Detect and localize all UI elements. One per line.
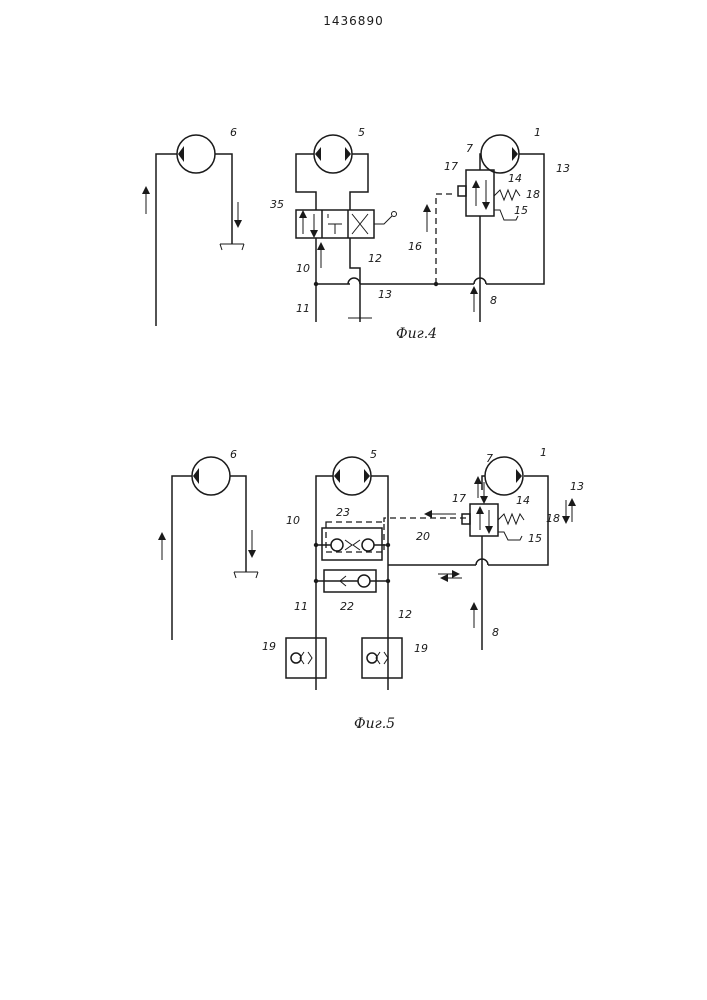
- label-12: 12: [368, 252, 382, 265]
- motor-6-symbol: [146, 135, 244, 326]
- label-15-fig5: 15: [528, 532, 542, 545]
- label-23: 23: [336, 506, 350, 519]
- label-16: 16: [408, 240, 422, 253]
- figure-4-caption: Фиг.4: [396, 326, 437, 342]
- label-5-fig5: 5: [370, 448, 377, 461]
- block-19-left: [286, 638, 326, 678]
- label-11-fig5: 11: [294, 600, 308, 613]
- label-6-fig5: 6: [230, 448, 237, 461]
- label-20: 20: [416, 530, 430, 543]
- label-1-fig5: 1: [540, 446, 547, 459]
- figure-5-caption: Фиг.5: [354, 716, 395, 732]
- label-14: 14: [508, 172, 522, 185]
- motor-1-symbol: [480, 135, 519, 322]
- label-17-fig5: 17: [452, 492, 466, 505]
- label-17: 17: [444, 160, 458, 173]
- label-14-fig5: 14: [516, 494, 530, 507]
- label-19-left: 19: [262, 640, 276, 653]
- label-8-fig5: 8: [492, 626, 499, 639]
- label-18-fig5: 18: [546, 512, 560, 525]
- label-12-fig5: 12: [398, 608, 412, 621]
- label-7: 7: [466, 142, 473, 155]
- label-13-fig5: 13: [570, 480, 584, 493]
- label-6: 6: [230, 126, 237, 139]
- figure-5: 6 5 10 23 20: [162, 446, 584, 732]
- label-13b: 13: [378, 288, 392, 301]
- motor-5-symbol-fig5: [316, 457, 388, 690]
- label-11: 11: [296, 302, 310, 315]
- label-19-right: 19: [414, 642, 428, 655]
- label-7-fig5: 7: [486, 452, 493, 465]
- label-18: 18: [526, 188, 540, 201]
- label-10: 10: [296, 262, 310, 275]
- block-19-right: [362, 638, 402, 678]
- label-5: 5: [358, 126, 365, 139]
- block-23-symbol: [314, 522, 390, 560]
- label-22: 22: [340, 600, 354, 613]
- block-22-symbol: [314, 570, 390, 592]
- label-35: 35: [270, 198, 284, 211]
- label-13a: 13: [556, 162, 570, 175]
- valve-35-symbol: [296, 210, 397, 238]
- valve-14-symbol-fig5: [462, 480, 524, 540]
- motor-6-symbol-fig5: [162, 457, 258, 640]
- label-15: 15: [514, 204, 528, 217]
- motor-5-symbol: [296, 135, 368, 210]
- label-10-fig5: 10: [286, 514, 300, 527]
- label-1: 1: [534, 126, 541, 139]
- figure-4: 6 5 35: [146, 126, 570, 342]
- label-8: 8: [490, 294, 497, 307]
- motor-1-symbol-fig5: [482, 457, 523, 650]
